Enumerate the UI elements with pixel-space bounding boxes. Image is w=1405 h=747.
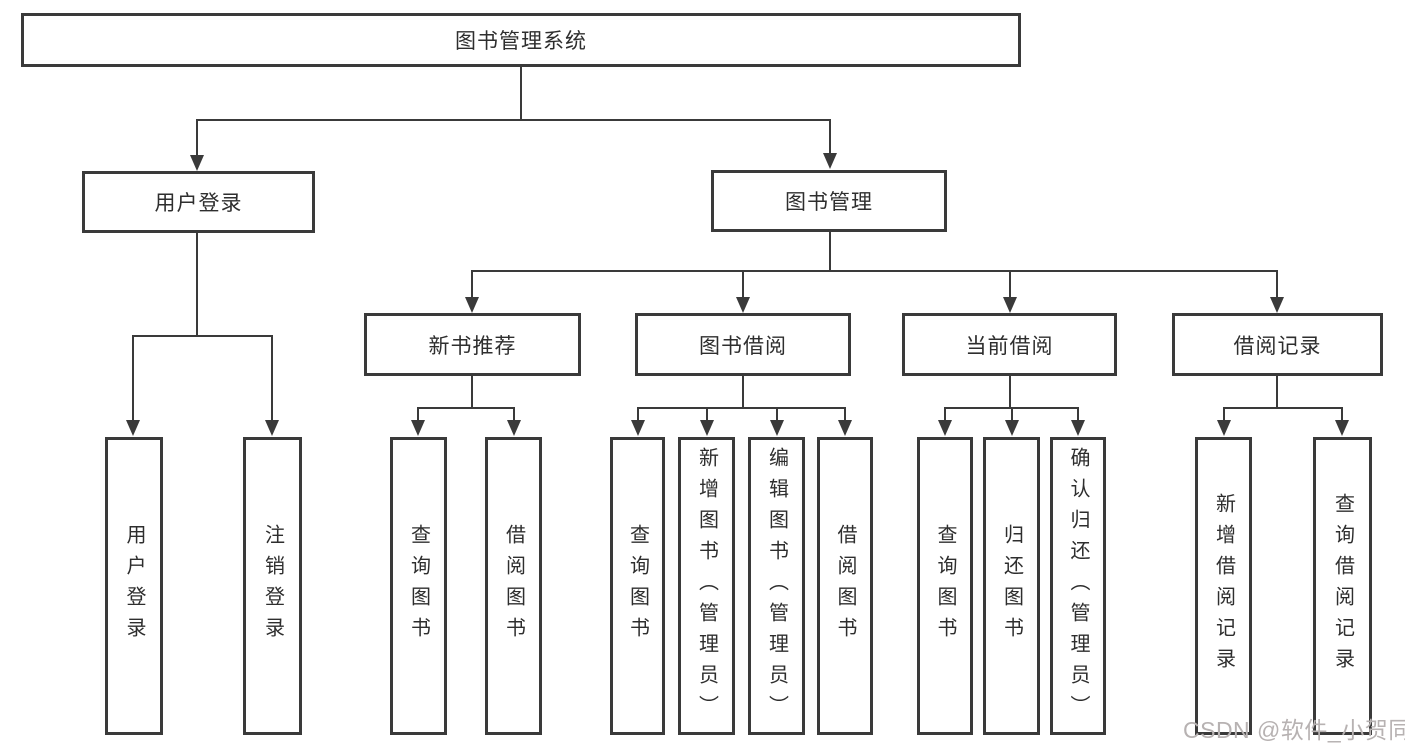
node-label: 用户登录 [123, 524, 145, 648]
connector-vline [776, 407, 778, 421]
node-borrow-records: 借阅记录 [1172, 313, 1383, 376]
arrowhead-down-icon [190, 155, 204, 171]
connector-vline [1223, 407, 1225, 421]
leaf-query-books-current: 查询图书 [917, 437, 973, 735]
connector-vline [471, 270, 473, 298]
connector-vline [196, 119, 198, 157]
arrowhead-down-icon [823, 153, 837, 169]
connector-vline [1011, 407, 1013, 421]
arrowhead-down-icon [736, 297, 750, 313]
node-label: 查询图书 [407, 524, 430, 648]
connector-vline [706, 407, 708, 421]
node-label: 新增借阅记录 [1212, 493, 1235, 679]
arrowhead-down-icon [938, 420, 952, 436]
node-library-system: 图书管理系统 [21, 13, 1021, 67]
node-label: 查询图书 [934, 524, 956, 648]
leaf-borrow-books-recommend: 借阅图书 [485, 437, 542, 735]
node-book-management: 图书管理 [711, 170, 947, 232]
node-label: 图书管理 [785, 191, 873, 214]
leaf-user-login: 用户登录 [105, 437, 163, 735]
connector-vline [520, 67, 522, 119]
connector-vline [1009, 376, 1011, 408]
node-label: 图书管理系统 [455, 30, 587, 53]
arrowhead-down-icon [770, 420, 784, 436]
leaf-borrow-books: 借阅图书 [817, 437, 873, 735]
arrowhead-down-icon [1003, 297, 1017, 313]
arrowhead-down-icon [465, 297, 479, 313]
connector-vline [132, 335, 134, 421]
leaf-query-borrow-record: 查询借阅记录 [1313, 437, 1372, 735]
arrowhead-down-icon [1217, 420, 1231, 436]
leaf-query-books-recommend: 查询图书 [390, 437, 447, 735]
connector-vline [1009, 270, 1011, 298]
watermark: CSDN @软件_小贺同学 [1183, 717, 1405, 743]
connector-vline [829, 119, 831, 155]
node-book-borrow: 图书借阅 [635, 313, 851, 376]
arrowhead-down-icon [507, 420, 521, 436]
node-new-book-recommend: 新书推荐 [364, 313, 581, 376]
arrowhead-down-icon [631, 420, 645, 436]
node-label: 查询借阅记录 [1331, 493, 1354, 679]
arrowhead-down-icon [411, 420, 425, 436]
connector-vline [844, 407, 846, 421]
node-label: 查询图书 [626, 524, 649, 648]
leaf-confirm-return-admin: 确认归还（管理员） [1050, 437, 1106, 735]
connector-vline [944, 407, 946, 421]
node-label: 当前借阅 [965, 334, 1054, 358]
connector-hline [637, 407, 846, 409]
connector-vline [471, 376, 473, 408]
node-label: 借阅图书 [834, 524, 856, 648]
node-user-login: 用户登录 [82, 171, 315, 233]
node-label: 新书推荐 [428, 334, 517, 358]
arrowhead-down-icon [1335, 420, 1349, 436]
node-label: 借阅记录 [1233, 334, 1322, 358]
connector-vline [271, 335, 273, 421]
arrowhead-down-icon [1071, 420, 1085, 436]
leaf-add-book-admin: 新增图书（管理员） [678, 437, 735, 735]
leaf-logout: 注销登录 [243, 437, 302, 735]
connector-vline [1341, 407, 1343, 421]
connector-vline [513, 407, 515, 421]
connector-vline [196, 233, 198, 336]
arrowhead-down-icon [838, 420, 852, 436]
connector-vline [1077, 407, 1079, 421]
node-label: 注销登录 [261, 524, 284, 648]
connector-vline [1276, 270, 1278, 298]
connector-vline [829, 232, 831, 271]
connector-vline [637, 407, 639, 421]
connector-hline [196, 119, 831, 121]
arrowhead-down-icon [126, 420, 140, 436]
arrowhead-down-icon [1005, 420, 1019, 436]
node-label: 编辑图书（管理员） [765, 446, 788, 726]
node-label: 归还图书 [1000, 524, 1023, 648]
node-label: 新增图书（管理员） [695, 446, 718, 726]
connector-hline [417, 407, 515, 409]
node-label: 图书借阅 [699, 334, 787, 358]
connector-vline [742, 270, 744, 298]
leaf-add-borrow-record: 新增借阅记录 [1195, 437, 1252, 735]
leaf-return-book: 归还图书 [983, 437, 1040, 735]
node-label: 用户登录 [154, 192, 243, 215]
arrowhead-down-icon [265, 420, 279, 436]
leaf-query-books-borrow: 查询图书 [610, 437, 665, 735]
connector-vline [742, 376, 744, 408]
node-label: 确认归还（管理员） [1067, 446, 1089, 726]
connector-hline [132, 335, 273, 337]
node-current-borrow: 当前借阅 [902, 313, 1117, 376]
node-label: 借阅图书 [502, 524, 525, 648]
connector-vline [1276, 376, 1278, 408]
connector-vline [417, 407, 419, 421]
arrowhead-down-icon [1270, 297, 1284, 313]
arrowhead-down-icon [700, 420, 714, 436]
leaf-edit-book-admin: 编辑图书（管理员） [748, 437, 805, 735]
connector-hline [1223, 407, 1343, 409]
connector-hline [471, 270, 1278, 272]
